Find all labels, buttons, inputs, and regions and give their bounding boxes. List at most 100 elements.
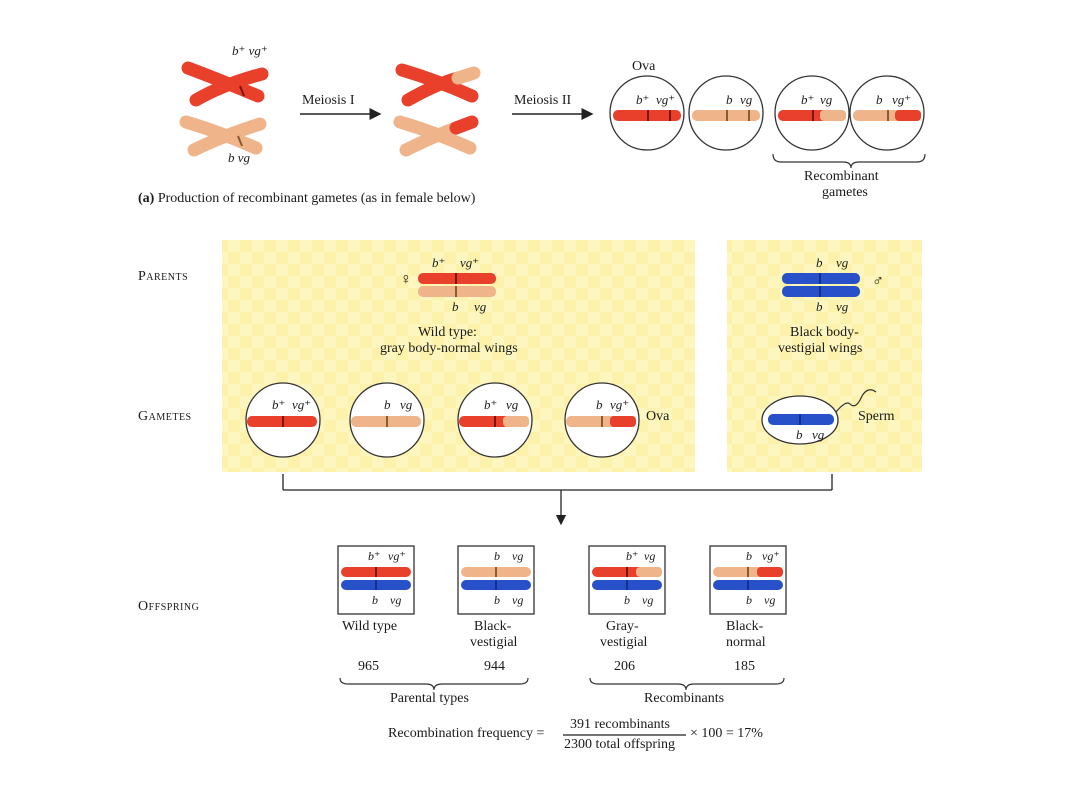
offspring-4-bottom-allele-vg: vg [764, 593, 776, 607]
gamete-1-allele-b: b⁺ [272, 397, 286, 412]
offspring-3-bottom-allele-b: b [624, 593, 630, 607]
offspring-box-4 [709, 545, 787, 615]
top-ova-label: Ova [632, 59, 656, 74]
gamete-3-allele-vg: vg [506, 397, 519, 412]
caption-text: Production of recombinant gametes (as in… [157, 191, 476, 206]
offspring-1-count: 965 [358, 659, 379, 674]
top-ovum-2 [688, 75, 764, 151]
x-chromosome-mixed-1 [395, 63, 481, 107]
gamete-ovum-1 [245, 382, 321, 458]
gamete-2-allele-b: b [384, 397, 391, 412]
formula-rhs: × 100 = 17% [690, 726, 763, 741]
offspring-3-top-allele-b: b⁺ [626, 549, 639, 563]
formula-lhs: Recombination frequency = [388, 726, 545, 741]
top-ovum-2-allele-b: b [726, 92, 733, 107]
gamete-ovum-3 [457, 382, 533, 458]
offspring-box-1 [337, 545, 415, 615]
top-ovum-4 [849, 75, 925, 151]
female-bottom-allele-vg: vg [474, 299, 487, 314]
female-phenotype-line-1: Wild type: [418, 325, 477, 340]
female-bottom-allele-b: b [452, 299, 459, 314]
offspring-1-bottom-allele-b: b [372, 593, 378, 607]
top-ovum-3 [774, 75, 850, 151]
offspring-3-bottom-allele-vg: vg [642, 593, 654, 607]
offspring-4-count: 185 [734, 659, 755, 674]
top-ovum-4-allele-b: b [876, 92, 883, 107]
recombinant-gametes-label-1: Recombinant [804, 169, 879, 184]
female-top-allele-vg: vg⁺ [460, 255, 480, 270]
recombinants-label: Recombinants [644, 691, 725, 706]
sperm-allele-b: b [796, 427, 803, 442]
top-ovum-4-allele-vg: vg⁺ [892, 92, 912, 107]
parental-brace [339, 677, 529, 691]
offspring-4-top-allele-b: b [746, 549, 752, 563]
offspring-1-top-allele-vg: vg⁺ [388, 549, 406, 563]
offspring-4-top-allele-vg: vg⁺ [762, 549, 780, 563]
offspring-row-label: Offspring [138, 599, 200, 614]
offspring-box-3 [588, 545, 666, 615]
offspring-1-bottom-allele-vg: vg [390, 593, 402, 607]
gamete-4-allele-vg: vg⁺ [610, 397, 630, 412]
male-phenotype-line-1: Black body- [790, 325, 859, 340]
top-ovum-1 [609, 75, 685, 151]
cross-connector [282, 474, 833, 526]
female-top-allele-b: b⁺ [432, 255, 446, 270]
male-top-allele-b: b [816, 255, 823, 270]
offspring-2-top-allele-vg: vg [512, 549, 524, 563]
formula-denominator: 2300 total offspring [564, 737, 675, 752]
offspring-1-name-1: Wild type [342, 619, 398, 634]
offspring-4-bottom-allele-b: b [746, 593, 752, 607]
male-bottom-allele-b: b [816, 299, 823, 314]
gamete-2-allele-vg: vg [400, 397, 413, 412]
male-top-allele-vg: vg [836, 255, 849, 270]
male-symbol: ♂ [872, 273, 884, 290]
offspring-box-2 [457, 545, 535, 615]
top-ovum-1-allele-vg: vg⁺ [656, 92, 676, 107]
male-chromosome-pair [782, 273, 860, 297]
top-ovum-2-allele-vg: vg [740, 92, 753, 107]
gamete-ovum-2 [349, 382, 425, 458]
parental-types-label: Parental types [390, 691, 469, 706]
top-ovum-1-allele-b: b⁺ [636, 92, 650, 107]
x-chromosome-mixed-2 [393, 115, 479, 157]
offspring-4-name-1: Black- [726, 619, 764, 634]
top-allele-wild-label: b⁺ vg⁺ [232, 43, 268, 58]
offspring-4-name-2: normal [726, 635, 766, 650]
offspring-2-name-2: vestigial [470, 635, 518, 650]
offspring-1-top-allele-b: b⁺ [368, 549, 381, 563]
x-chromosome-red-1 [181, 61, 269, 107]
female-phenotype-line-2: gray body-normal wings [380, 341, 518, 356]
meiosis-ii-label: Meiosis II [514, 93, 572, 108]
gametes-ova-label: Ova [646, 409, 670, 424]
male-phenotype-line-2: vestigial wings [778, 341, 863, 356]
gamete-3-allele-b: b⁺ [484, 397, 498, 412]
female-symbol: ♀ [400, 271, 412, 288]
offspring-3-top-allele-vg: vg [644, 549, 656, 563]
gamete-1-allele-vg: vg⁺ [292, 397, 312, 412]
recombinant-brace [589, 677, 785, 691]
offspring-2-count: 944 [484, 659, 505, 674]
gamete-ovum-4 [564, 382, 640, 458]
parents-row-label: Parents [138, 269, 189, 284]
meiosis-i-label: Meiosis I [302, 93, 355, 108]
female-chromosome-pair [418, 273, 496, 297]
sperm-cell [761, 389, 877, 445]
recombinant-bracket [772, 153, 926, 169]
figure-caption: (a) Production of recombinant gametes (a… [138, 192, 475, 206]
gamete-4-allele-b: b [596, 397, 603, 412]
offspring-3-name-1: Gray- [606, 619, 639, 634]
caption-panel-letter: (a) [138, 191, 155, 206]
offspring-3-name-2: vestigial [600, 635, 648, 650]
gametes-row-label: Gametes [138, 409, 192, 424]
sperm-allele-vg: vg [812, 427, 825, 442]
sperm-label: Sperm [858, 409, 895, 424]
offspring-2-bottom-allele-b: b [494, 593, 500, 607]
offspring-3-count: 206 [614, 659, 635, 674]
formula-numerator: 391 recombinants [570, 717, 670, 732]
x-chromosome-tan-1 [179, 115, 267, 157]
offspring-2-bottom-allele-vg: vg [512, 593, 524, 607]
top-ovum-3-allele-b: b⁺ [801, 92, 815, 107]
top-ovum-3-allele-vg: vg [820, 92, 833, 107]
recombinant-gametes-label-2: gametes [822, 185, 868, 200]
